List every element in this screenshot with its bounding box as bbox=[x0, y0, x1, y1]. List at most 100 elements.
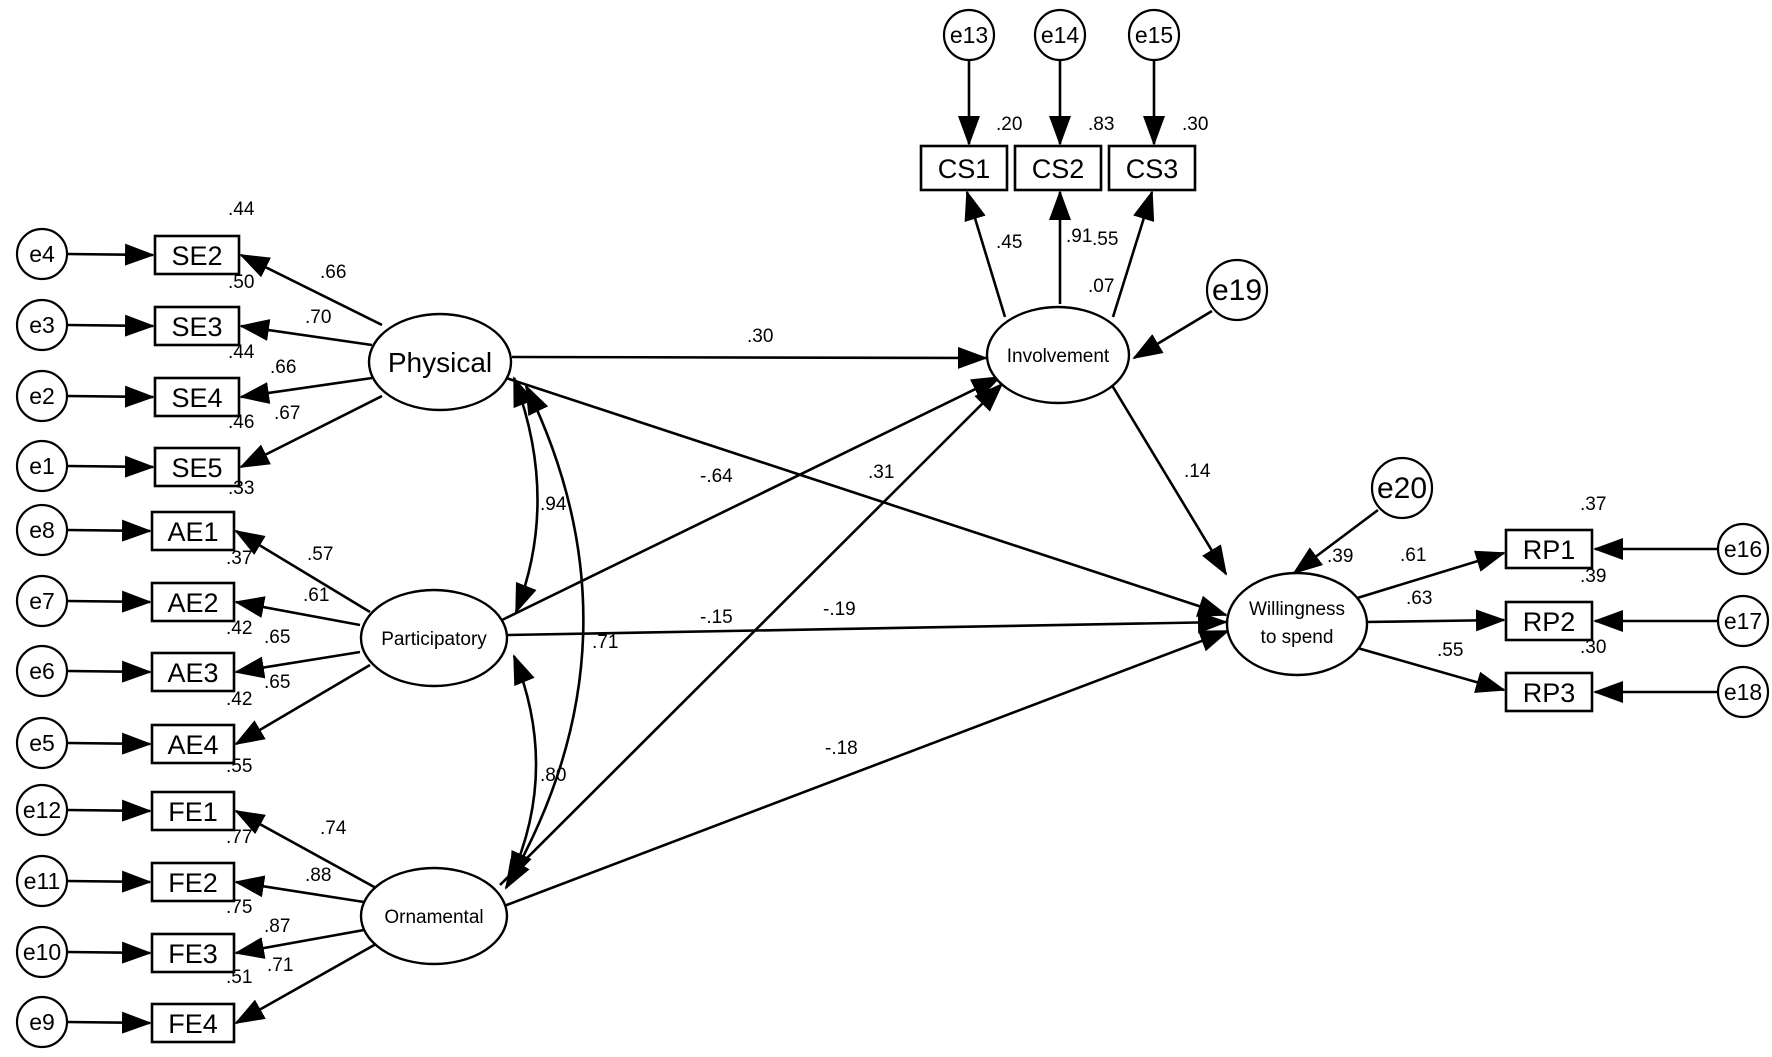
corr-label-participatory-ornamental: .80 bbox=[540, 765, 566, 786]
error-e2: e2 bbox=[15, 369, 69, 423]
r2-willingness: .39 bbox=[1327, 546, 1353, 567]
latent-variables: Physical Participatory Ornamental Involv… bbox=[359, 305, 1369, 966]
indicator-SE5: SE5 bbox=[153, 446, 241, 488]
loading-FE2: .88 bbox=[305, 865, 331, 886]
error-label-e8: e8 bbox=[29, 517, 55, 543]
loading-arrow-CS1 bbox=[964, 190, 1007, 318]
error-label-e20: e20 bbox=[1377, 472, 1427, 505]
latent-label-willingness-line2: to spend bbox=[1261, 627, 1334, 648]
latent-label-ornamental: Ornamental bbox=[384, 907, 483, 928]
r2-FE3: .75 bbox=[226, 897, 252, 918]
indicator-SE2: SE2 bbox=[153, 234, 241, 276]
loading-arrow-FE3 bbox=[234, 928, 365, 959]
indicator-FE1: FE1 bbox=[150, 790, 236, 832]
loading-arrow-AE2 bbox=[234, 596, 361, 627]
error-e12: e12 bbox=[15, 783, 69, 837]
latent-willingness: Willingness to spend bbox=[1225, 571, 1369, 677]
indicator-label-CS2: CS2 bbox=[1032, 154, 1085, 184]
error-e10: e10 bbox=[15, 925, 69, 979]
loading-CS2: .91 bbox=[1066, 226, 1092, 247]
path-ornamental-willingness bbox=[503, 629, 1230, 908]
error-label-e19: e19 bbox=[1212, 274, 1262, 307]
indicator-label-AE3: AE3 bbox=[167, 658, 218, 688]
error-e20: e20 bbox=[1370, 456, 1434, 520]
indicator-label-SE2: SE2 bbox=[171, 241, 222, 271]
loading-CS1: .45 bbox=[996, 232, 1022, 253]
corr-label-physical-ornamental: .71 bbox=[592, 632, 618, 653]
indicator-AE3: AE3 bbox=[150, 651, 236, 693]
error-e6: e6 bbox=[15, 644, 69, 698]
loading-SE3: .70 bbox=[305, 307, 331, 328]
indicator-label-FE1: FE1 bbox=[168, 797, 218, 827]
r2-CS1: .20 bbox=[996, 114, 1022, 135]
latent-physical: Physical bbox=[367, 312, 513, 412]
loading-AE2: .61 bbox=[303, 585, 329, 606]
indicator-AE1: AE1 bbox=[150, 510, 236, 552]
path-participatory-involvement bbox=[501, 375, 1002, 622]
loading-arrow-SE5 bbox=[239, 394, 383, 469]
error-label-e12: e12 bbox=[23, 797, 61, 823]
loading-arrow-AE3 bbox=[234, 650, 361, 679]
error-e3: e3 bbox=[15, 298, 69, 352]
corr-physical-ornamental bbox=[504, 384, 585, 890]
indicator-label-FE4: FE4 bbox=[168, 1009, 218, 1039]
error-e9: e9 bbox=[15, 995, 69, 1049]
indicator-RP2: RP2 bbox=[1504, 600, 1594, 642]
coef-involvement-willingness: .14 bbox=[1184, 461, 1211, 482]
loading-arrow-FE1 bbox=[234, 809, 377, 890]
correlation-arcs bbox=[504, 376, 585, 890]
indicator-label-RP3: RP3 bbox=[1523, 678, 1576, 708]
coef-ornamental-willingness: -.18 bbox=[825, 738, 858, 759]
indicator-label-CS1: CS1 bbox=[938, 154, 991, 184]
r2-FE1: .55 bbox=[226, 756, 252, 777]
error-label-e9: e9 bbox=[29, 1009, 55, 1035]
indicator-SE3: SE3 bbox=[153, 305, 241, 347]
error-arrow-e1 bbox=[66, 455, 155, 478]
coef-physical-involvement: .30 bbox=[747, 326, 773, 347]
loading-RP1: .61 bbox=[1400, 545, 1426, 566]
error-arrow-e19 bbox=[1132, 309, 1213, 360]
r2-RP3: .30 bbox=[1580, 637, 1606, 658]
error-arrow-e8 bbox=[66, 519, 152, 542]
indicator-label-RP2: RP2 bbox=[1523, 607, 1576, 637]
loading-FE4: .71 bbox=[267, 955, 293, 976]
error-e19: e19 bbox=[1205, 258, 1269, 322]
loading-RP3: .55 bbox=[1437, 640, 1463, 661]
error-label-e3: e3 bbox=[29, 312, 55, 338]
indicator-label-SE3: SE3 bbox=[171, 312, 222, 342]
loading-arrow-RP3 bbox=[1353, 645, 1506, 693]
error-arrow-e3 bbox=[66, 314, 155, 337]
r2-CS3: .30 bbox=[1182, 114, 1208, 135]
error-label-e2: e2 bbox=[29, 383, 55, 409]
error-e11: e11 bbox=[15, 854, 69, 908]
error-label-e10: e10 bbox=[23, 939, 61, 965]
r2-SE3: .50 bbox=[228, 272, 254, 293]
path-involvement-willingness bbox=[1108, 381, 1228, 576]
indicator-RP1: RP1 bbox=[1504, 528, 1594, 570]
loading-arrow-SE3 bbox=[239, 319, 373, 347]
indicator-label-FE3: FE3 bbox=[168, 939, 218, 969]
indicator-label-AE2: AE2 bbox=[167, 588, 218, 618]
loading-arrow-CS3 bbox=[1111, 190, 1155, 318]
error-arrow-e12 bbox=[66, 799, 152, 822]
loading-arrow-AE4 bbox=[234, 663, 371, 746]
r2-SE2: .44 bbox=[228, 199, 255, 220]
corr-physical-participatory bbox=[512, 376, 539, 614]
loading-arrow-RP1 bbox=[1353, 550, 1506, 601]
correlation-labels: .94 .71 .80 bbox=[540, 494, 618, 786]
latent-ornamental: Ornamental bbox=[359, 866, 509, 966]
error-arrow-e10 bbox=[66, 941, 152, 964]
r2-AE4: .42 bbox=[226, 689, 252, 710]
latent-involvement: Involvement bbox=[985, 305, 1131, 405]
indicator-AE4: AE4 bbox=[150, 723, 236, 765]
r2-FE2: .77 bbox=[226, 827, 252, 848]
r2-AE1: .33 bbox=[228, 478, 254, 499]
loading-AE4: .65 bbox=[264, 672, 290, 693]
indicator-FE2: FE2 bbox=[150, 861, 236, 903]
indicator-label-RP1: RP1 bbox=[1523, 535, 1576, 565]
latent-label-participatory: Participatory bbox=[381, 629, 487, 650]
latent-label-willingness-line1: Willingness bbox=[1249, 599, 1345, 620]
indicator-label-CS3: CS3 bbox=[1126, 154, 1179, 184]
latent-participatory: Participatory bbox=[359, 588, 509, 688]
loading-arrow-SE2 bbox=[239, 253, 383, 327]
